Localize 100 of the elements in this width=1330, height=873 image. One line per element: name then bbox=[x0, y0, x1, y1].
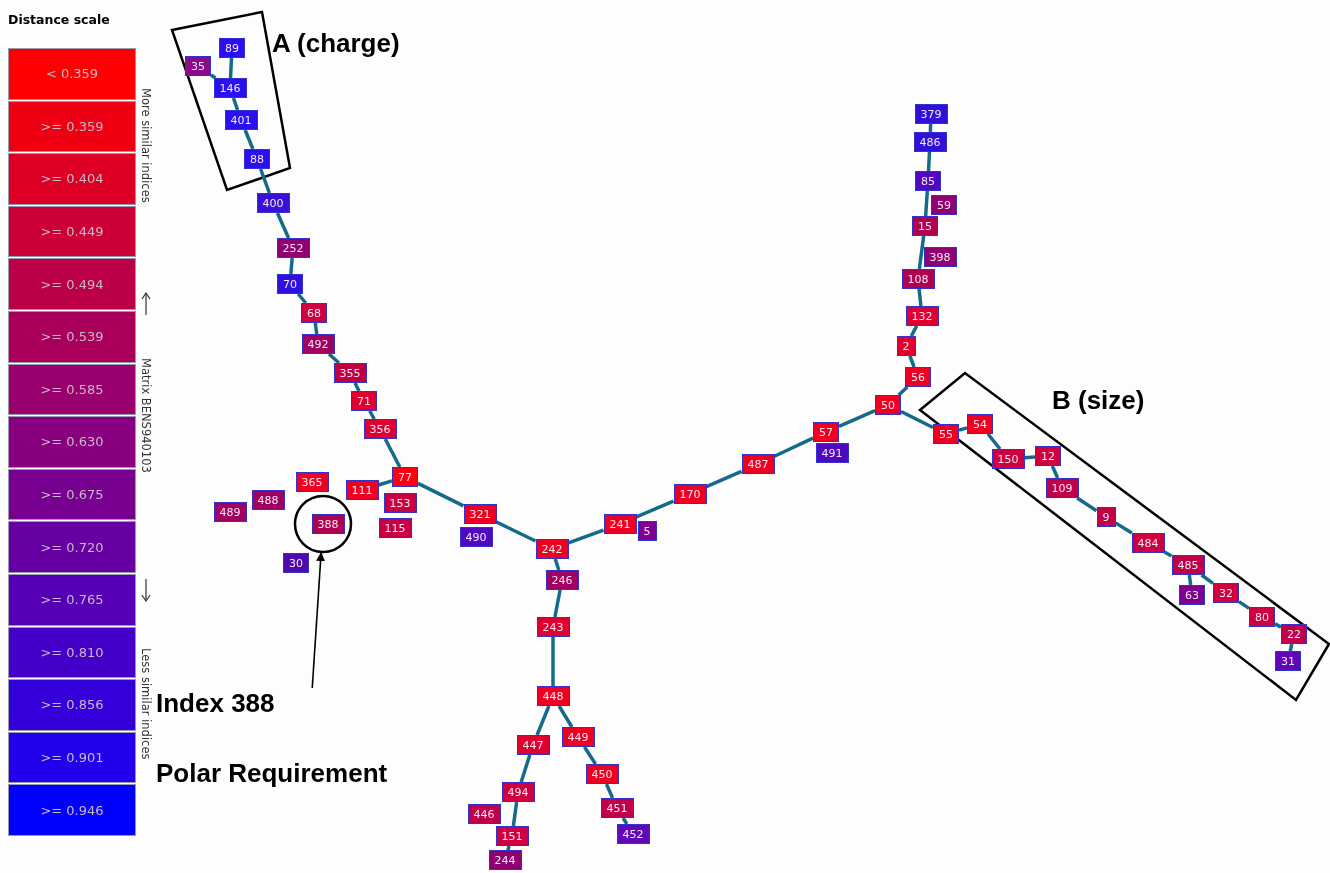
scale-entry: >= 0.901 bbox=[8, 731, 136, 784]
index-node: 490 bbox=[459, 527, 493, 547]
index-node: 170 bbox=[673, 484, 707, 504]
index-node: 489 bbox=[213, 502, 247, 522]
index-node: 151 bbox=[495, 826, 529, 846]
index-node: 5 bbox=[637, 521, 657, 541]
index-node: 452 bbox=[616, 824, 650, 844]
index-node: 400 bbox=[256, 193, 290, 213]
tree-branch bbox=[908, 355, 916, 368]
tree-branch bbox=[1050, 465, 1060, 479]
index-node: 153 bbox=[383, 493, 417, 513]
index-node: 12 bbox=[1035, 446, 1061, 466]
index-node: 68 bbox=[301, 303, 327, 323]
scale-entry: >= 0.946 bbox=[8, 784, 136, 836]
tree-branch bbox=[535, 705, 551, 736]
scale-entry: >= 0.585 bbox=[8, 363, 136, 416]
tree-branch bbox=[926, 151, 932, 172]
tree-branch bbox=[705, 469, 743, 489]
annotation-text: Index 388 bbox=[156, 688, 275, 719]
tree-branch bbox=[1024, 455, 1036, 460]
tree-branch bbox=[519, 754, 532, 783]
cluster-heading: A (charge) bbox=[272, 28, 400, 59]
scale-entry: >= 0.675 bbox=[8, 468, 136, 521]
scale-entry: >= 0.359 bbox=[8, 100, 136, 153]
index-node: 398 bbox=[923, 247, 957, 267]
tree-branch bbox=[1114, 521, 1133, 535]
tree-branch bbox=[773, 436, 814, 458]
tree-branch bbox=[583, 746, 597, 765]
scale-caption: Matrix BENS940103 bbox=[139, 358, 153, 473]
scale-entry: >= 0.856 bbox=[8, 679, 136, 731]
index-node: 15 bbox=[912, 216, 938, 236]
index-node: 88 bbox=[244, 149, 270, 169]
tree-branch bbox=[1200, 573, 1215, 585]
index-node: 108 bbox=[901, 269, 935, 289]
index-node: 451 bbox=[600, 798, 634, 818]
annotation-text: Polar Requirement bbox=[156, 758, 388, 789]
tree-branch bbox=[495, 520, 537, 543]
index-node: 379 bbox=[914, 104, 948, 124]
tree-branch bbox=[635, 499, 675, 519]
index-node: 356 bbox=[363, 419, 397, 439]
index-node: 355 bbox=[333, 363, 367, 383]
index-node: 80 bbox=[1249, 607, 1275, 627]
tree-branch bbox=[378, 479, 393, 487]
index-node: 401 bbox=[224, 110, 258, 130]
index-node: 9 bbox=[1096, 507, 1116, 527]
tree-branch bbox=[506, 845, 511, 851]
index-node: 241 bbox=[603, 514, 637, 534]
cluster-heading: B (size) bbox=[1052, 385, 1145, 416]
index-node: 56 bbox=[905, 367, 931, 387]
index-node: 2 bbox=[896, 336, 916, 356]
index-node: 365 bbox=[295, 472, 329, 492]
index-node: 447 bbox=[516, 735, 550, 755]
index-node: 388 bbox=[311, 514, 345, 534]
index-node: 35 bbox=[185, 56, 211, 76]
tree-branch bbox=[1076, 496, 1098, 513]
index-node: 242 bbox=[535, 539, 569, 559]
tree-branch bbox=[604, 783, 615, 799]
legend-title: Distance scale bbox=[8, 12, 110, 27]
tree-branch bbox=[551, 637, 555, 686]
index-node: 446 bbox=[467, 804, 501, 824]
index-node: 70 bbox=[277, 274, 303, 294]
tree-branch bbox=[327, 352, 341, 365]
tree-branch bbox=[296, 292, 308, 305]
tree-branch bbox=[228, 57, 234, 79]
index-node: 252 bbox=[276, 238, 310, 258]
tree-branch bbox=[557, 705, 574, 728]
tree-branch bbox=[621, 817, 629, 825]
scale-entry: >= 0.765 bbox=[8, 574, 136, 626]
index-node: 246 bbox=[545, 570, 579, 590]
index-node: 448 bbox=[536, 686, 570, 706]
tree-branch bbox=[917, 235, 926, 270]
index-node: 63 bbox=[1179, 585, 1205, 605]
index-node: 243 bbox=[536, 617, 570, 637]
tree-branch bbox=[909, 325, 919, 337]
index-node: 485 bbox=[1171, 555, 1205, 575]
tree-branch bbox=[383, 438, 402, 468]
index-node: 89 bbox=[219, 38, 245, 58]
scale-caption: Less similar indices bbox=[139, 648, 153, 760]
index-node: 115 bbox=[378, 518, 412, 538]
index-node: 59 bbox=[931, 195, 957, 215]
tree-branch bbox=[553, 589, 562, 618]
tree-branch bbox=[838, 409, 876, 428]
index-node: 32 bbox=[1213, 583, 1239, 603]
tree-branch bbox=[1274, 622, 1282, 629]
tree-branch bbox=[1238, 600, 1250, 610]
index-node: 146 bbox=[213, 78, 247, 98]
index-node: 30 bbox=[283, 553, 309, 573]
scale-entry: >= 0.404 bbox=[8, 153, 136, 205]
index-node: 85 bbox=[915, 171, 941, 191]
scale-entry: >= 0.449 bbox=[8, 205, 136, 258]
index-node: 491 bbox=[815, 443, 849, 463]
tree-branch bbox=[417, 481, 465, 508]
tree-branch bbox=[259, 168, 271, 194]
index-node: 488 bbox=[251, 490, 285, 510]
tree-branch bbox=[900, 409, 934, 430]
index-node: 109 bbox=[1045, 478, 1079, 498]
tree-branch bbox=[210, 73, 217, 80]
tree-branch bbox=[353, 382, 361, 392]
index-node: 57 bbox=[813, 422, 839, 442]
scale-entry: >= 0.720 bbox=[8, 521, 136, 573]
